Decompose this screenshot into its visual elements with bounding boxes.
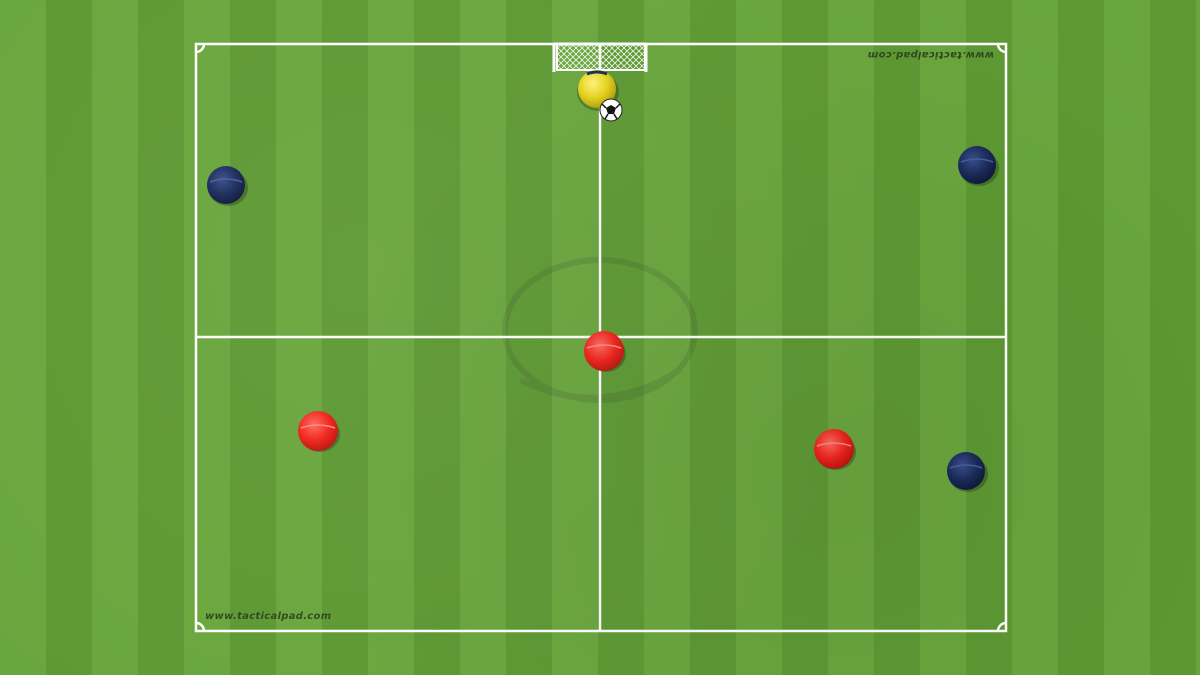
corner-arc-top-left [195,43,206,54]
red-player[interactable] [298,411,340,452]
watermark-top-right: www.tacticalpad.com [868,49,994,60]
navy-player[interactable] [958,146,999,186]
corner-arc-bottom-right [996,621,1007,632]
red-player[interactable] [814,429,856,470]
soccer-ball-icon[interactable] [599,98,623,122]
corner-arc-bottom-left [195,621,206,632]
corner-arc-top-right [996,43,1007,54]
navy-player[interactable] [947,452,988,492]
navy-player[interactable] [207,166,248,206]
red-player[interactable] [584,331,626,372]
watermark-bottom-left: www.tacticalpad.com [205,611,331,622]
goal-net-icon[interactable] [552,42,648,72]
